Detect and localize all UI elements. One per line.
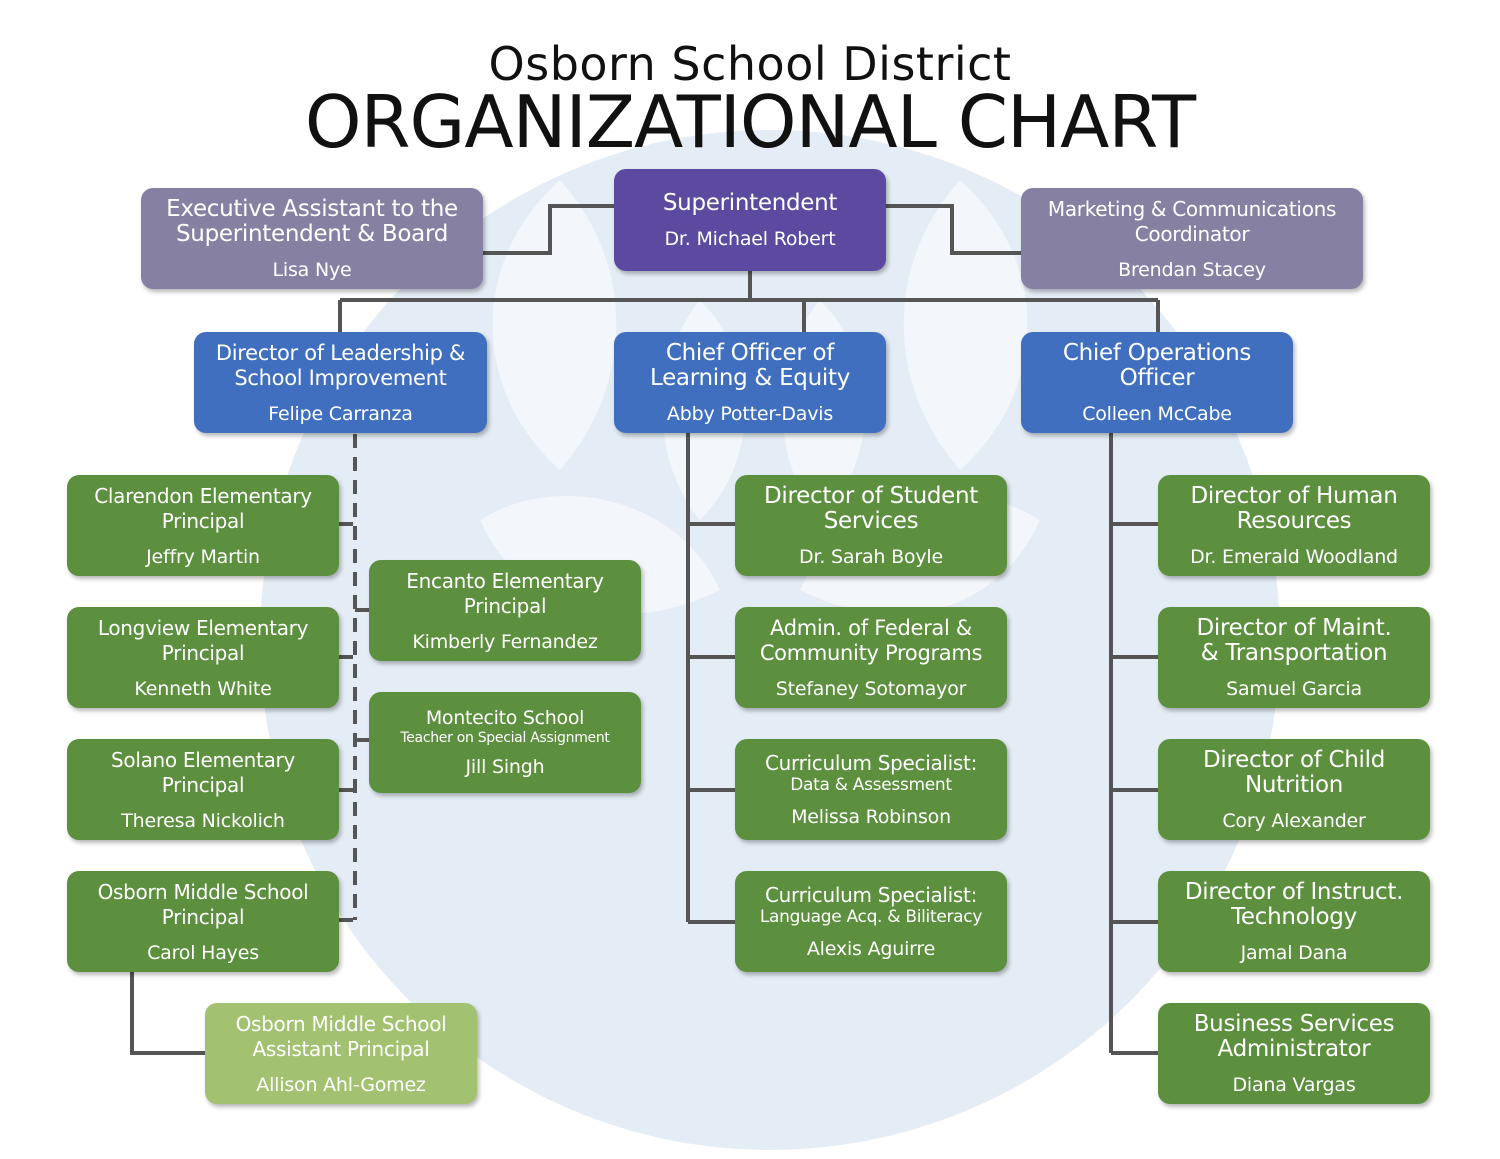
clarendon-principal-box: Clarendon Elementary Principal Jeffry Ma… xyxy=(67,475,339,576)
business-services-admin-box: Business Services Administrator Diana Va… xyxy=(1158,1003,1430,1104)
box-name: Lisa Nye xyxy=(272,258,352,281)
box-title-line2: Principal xyxy=(161,904,245,929)
solano-principal-box: Solano Elementary Principal Theresa Nick… xyxy=(67,739,339,840)
box-title-line2: Language Acq. & Biliteracy xyxy=(759,907,983,927)
box-title-line2: Officer xyxy=(1119,364,1195,391)
exec-assistant-box: Executive Assistant to the Superintenden… xyxy=(141,188,483,289)
box-title-line1: Admin. of Federal & xyxy=(770,615,972,640)
box-title-line1: Curriculum Specialist: xyxy=(764,751,978,775)
box-title-line1: Business Services xyxy=(1193,1010,1395,1037)
osborn-assistant-principal-box: Osborn Middle School Assistant Principal… xyxy=(205,1003,477,1104)
montecito-teacher-box: Montecito School Teacher on Special Assi… xyxy=(369,692,641,793)
student-services-director-box: Director of Student Services Dr. Sarah B… xyxy=(735,475,1007,576)
box-name: Allison Ahl-Gomez xyxy=(256,1073,426,1096)
box-title-line2: Principal xyxy=(161,508,245,533)
hr-director-box: Director of Human Resources Dr. Emerald … xyxy=(1158,475,1430,576)
box-title-line1: Director of Instruct. xyxy=(1184,878,1404,905)
learning-officer-box: Chief Officer of Learning & Equity Abby … xyxy=(614,332,886,433)
box-title-line2: Teacher on Special Assignment xyxy=(400,730,610,746)
box-name: Carol Hayes xyxy=(147,941,259,964)
box-title-line2: Assistant Principal xyxy=(252,1036,430,1061)
box-name: Dr. Sarah Boyle xyxy=(799,545,943,568)
box-name: Theresa Nickolich xyxy=(121,809,285,832)
box-name: Jamal Dana xyxy=(1240,941,1348,964)
box-title-line2: Nutrition xyxy=(1244,771,1343,798)
box-title-line1: Solano Elementary xyxy=(110,747,296,772)
marketing-box: Marketing & Communications Coordinator B… xyxy=(1021,188,1363,289)
box-name: Abby Potter-Davis xyxy=(666,402,834,425)
box-title-line1: Marketing & Communications xyxy=(1047,196,1337,221)
encanto-principal-box: Encanto Elementary Principal Kimberly Fe… xyxy=(369,560,641,661)
box-title-line1: Director of Student xyxy=(763,482,979,509)
box-title-line2: Technology xyxy=(1231,903,1357,930)
box-title-line1: Director of Leadership & xyxy=(215,340,466,365)
instruct-tech-director-box: Director of Instruct. Technology Jamal D… xyxy=(1158,871,1430,972)
box-title-line1: Encanto Elementary xyxy=(406,568,604,593)
longview-principal-box: Longview Elementary Principal Kenneth Wh… xyxy=(67,607,339,708)
box-title-line1: Executive Assistant to the xyxy=(166,195,458,222)
box-title-line2: Coordinator xyxy=(1134,221,1250,246)
box-title-line1: Director of Child xyxy=(1202,746,1386,773)
box-title-line2: Administrator xyxy=(1217,1035,1371,1062)
box-name: Melissa Robinson xyxy=(791,806,951,828)
box-title: Superintendent xyxy=(662,189,838,216)
box-title-line2: Data & Assessment xyxy=(790,775,952,795)
box-title-line2: Principal xyxy=(463,593,547,618)
box-name: Kenneth White xyxy=(134,677,272,700)
box-title-line2: Principal xyxy=(161,640,245,665)
chart-title: ORGANIZATIONAL CHART xyxy=(304,80,1196,164)
box-title-line1: Director of Human xyxy=(1190,482,1398,509)
box-name: Jill Singh xyxy=(465,756,545,778)
box-title-line2: Services xyxy=(823,507,919,534)
curriculum-language-specialist-box: Curriculum Specialist: Language Acq. & B… xyxy=(735,871,1007,972)
box-name: Colleen McCabe xyxy=(1082,402,1232,425)
box-name: Alexis Aguirre xyxy=(806,938,936,960)
box-name: Samuel Garcia xyxy=(1226,677,1362,700)
box-name: Diana Vargas xyxy=(1232,1073,1356,1096)
box-title-line1: Osborn Middle School xyxy=(97,879,309,904)
box-title-line1: Curriculum Specialist: xyxy=(764,883,978,907)
superintendent-box: Superintendent Dr. Michael Robert xyxy=(614,169,886,271)
box-title-line1: Chief Operations xyxy=(1062,339,1252,366)
district-name: Osborn School District xyxy=(488,37,1012,91)
box-title-line1: Longview Elementary xyxy=(97,615,309,640)
box-name: Dr. Michael Robert xyxy=(664,227,836,250)
box-name: Felipe Carranza xyxy=(268,402,413,425)
curriculum-data-specialist-box: Curriculum Specialist: Data & Assessment… xyxy=(735,739,1007,840)
box-name: Jeffry Martin xyxy=(146,545,260,568)
box-title-line1: Director of Maint. xyxy=(1196,614,1392,641)
box-title-line1: Clarendon Elementary xyxy=(94,483,312,508)
box-title-line2: & Transportation xyxy=(1200,639,1388,666)
operations-officer-box: Chief Operations Officer Colleen McCabe xyxy=(1021,332,1293,433)
box-title-line2: Principal xyxy=(161,772,245,797)
osborn-middle-principal-box: Osborn Middle School Principal Carol Hay… xyxy=(67,871,339,972)
box-title-line1: Montecito School xyxy=(425,707,585,729)
box-title-line2: Learning & Equity xyxy=(649,364,851,391)
box-title-line2: School Improvement xyxy=(234,365,447,390)
box-title-line2: Superintendent & Board xyxy=(176,220,448,247)
box-name: Dr. Emerald Woodland xyxy=(1190,545,1398,568)
box-name: Cory Alexander xyxy=(1222,809,1366,832)
box-name: Kimberly Fernandez xyxy=(412,630,598,653)
federal-programs-admin-box: Admin. of Federal & Community Programs S… xyxy=(735,607,1007,708)
leadership-director-box: Director of Leadership & School Improvem… xyxy=(194,332,487,433)
box-title-line1: Osborn Middle School xyxy=(235,1011,447,1036)
box-title-line2: Resources xyxy=(1236,507,1352,534)
box-name: Brendan Stacey xyxy=(1118,258,1266,281)
child-nutrition-director-box: Director of Child Nutrition Cory Alexand… xyxy=(1158,739,1430,840)
box-name: Stefaney Sotomayor xyxy=(775,677,967,700)
maintenance-director-box: Director of Maint. & Transportation Samu… xyxy=(1158,607,1430,708)
box-title-line2: Community Programs xyxy=(759,640,983,665)
box-title-line1: Chief Officer of xyxy=(665,339,835,366)
